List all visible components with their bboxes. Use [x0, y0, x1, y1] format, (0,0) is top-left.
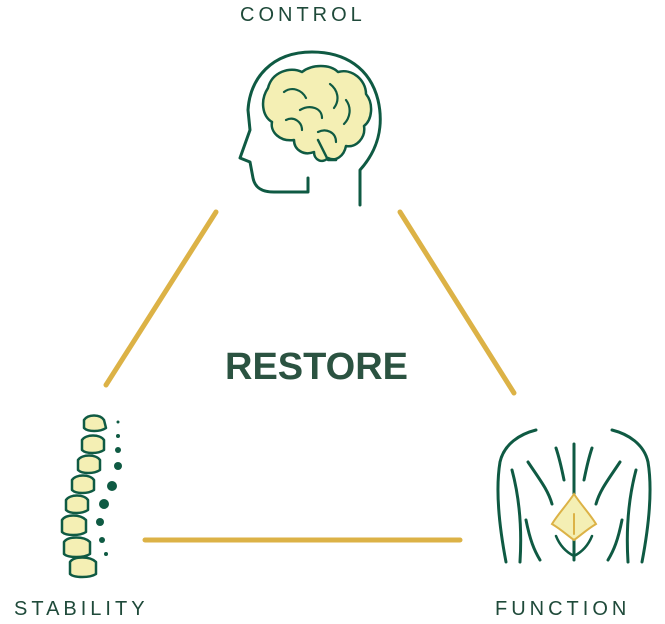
spine-icon	[60, 414, 122, 579]
node-label-function: FUNCTION	[495, 598, 631, 620]
connector-control-stability	[103, 209, 219, 388]
back-muscles-icon	[496, 428, 652, 564]
center-title: RESTORE	[225, 346, 409, 388]
lower-back-highlight	[550, 492, 598, 558]
head-brain-icon	[238, 50, 382, 207]
node-label-control: CONTROL	[240, 4, 366, 26]
node-label-stability: STABILITY	[14, 598, 149, 620]
connector-control-function	[397, 209, 517, 396]
